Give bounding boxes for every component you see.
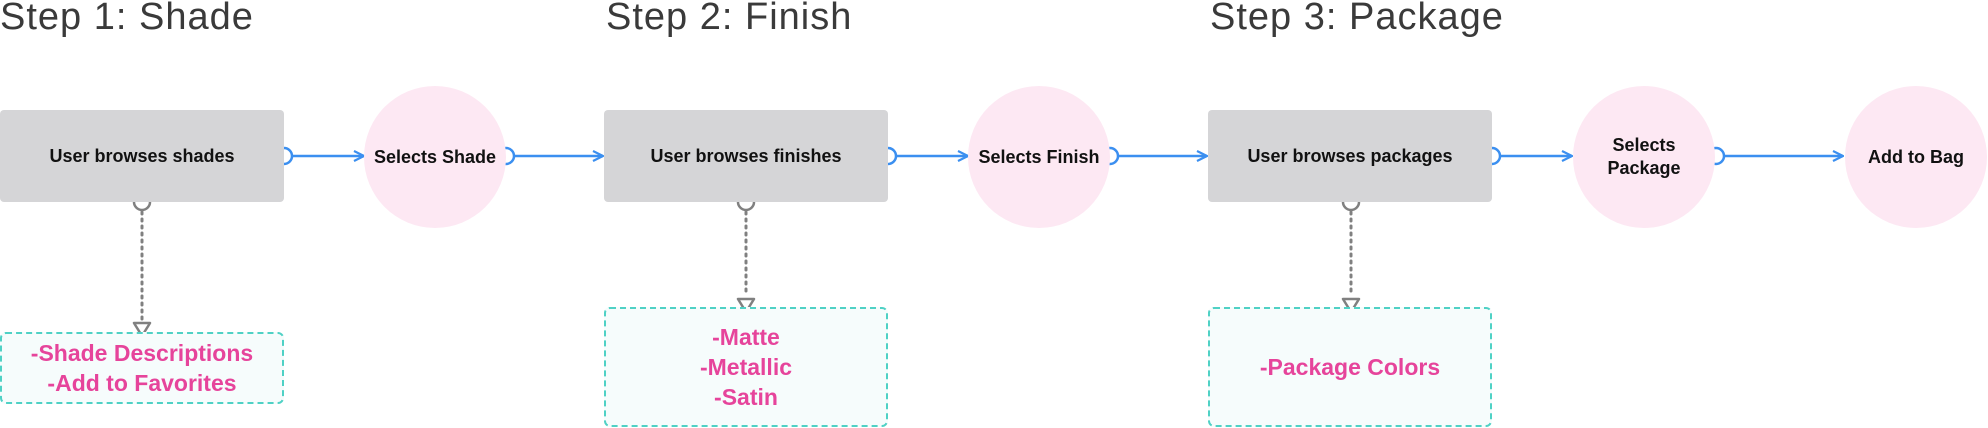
note-box-shade-options[interactable]: -Shade Descriptions -Add to Favorites <box>0 332 284 404</box>
note-line: -Matte <box>712 324 780 350</box>
note-lines: -Matte -Metallic -Satin <box>700 322 792 412</box>
detail-arrows <box>140 210 1353 322</box>
process-box-browse-packages[interactable]: User browses packages <box>1208 110 1492 202</box>
step-3-title: Step 3: Package <box>1210 0 1504 38</box>
decision-label: Selects Finish <box>978 146 1100 167</box>
decision-label: Add to Bag <box>1868 146 1964 167</box>
decision-selects-package[interactable]: Selects Package <box>1573 86 1715 228</box>
decision-label: Selects Package <box>1607 135 1681 178</box>
decision-add-to-bag[interactable]: Add to Bag <box>1845 86 1987 228</box>
process-box-browse-finishes[interactable]: User browses finishes <box>604 110 888 202</box>
note-box-finish-options[interactable]: -Matte -Metallic -Satin <box>604 307 888 427</box>
note-line: -Add to Favorites <box>47 370 237 396</box>
process-box-label: User browses shades <box>49 145 235 166</box>
decision-selects-finish[interactable]: Selects Finish <box>968 86 1110 228</box>
note-box-package-options[interactable]: -Package Colors <box>1208 307 1492 427</box>
decision-label: Selects Shade <box>373 146 497 167</box>
note-line: -Satin <box>714 384 778 410</box>
process-box-label: User browses packages <box>1247 145 1453 166</box>
note-line: -Shade Descriptions <box>30 340 254 366</box>
step-2-title: Step 2: Finish <box>606 0 853 38</box>
note-lines: -Shade Descriptions -Add to Favorites <box>31 338 253 398</box>
note-lines: -Package Colors <box>1260 352 1440 382</box>
process-box-browse-shades[interactable]: User browses shades <box>0 110 284 202</box>
step-1-title: Step 1: Shade <box>0 0 254 38</box>
note-line: -Package Colors <box>1259 354 1441 380</box>
process-box-label: User browses finishes <box>650 145 842 166</box>
decision-selects-shade[interactable]: Selects Shade <box>364 86 506 228</box>
note-line: -Metallic <box>699 354 793 380</box>
